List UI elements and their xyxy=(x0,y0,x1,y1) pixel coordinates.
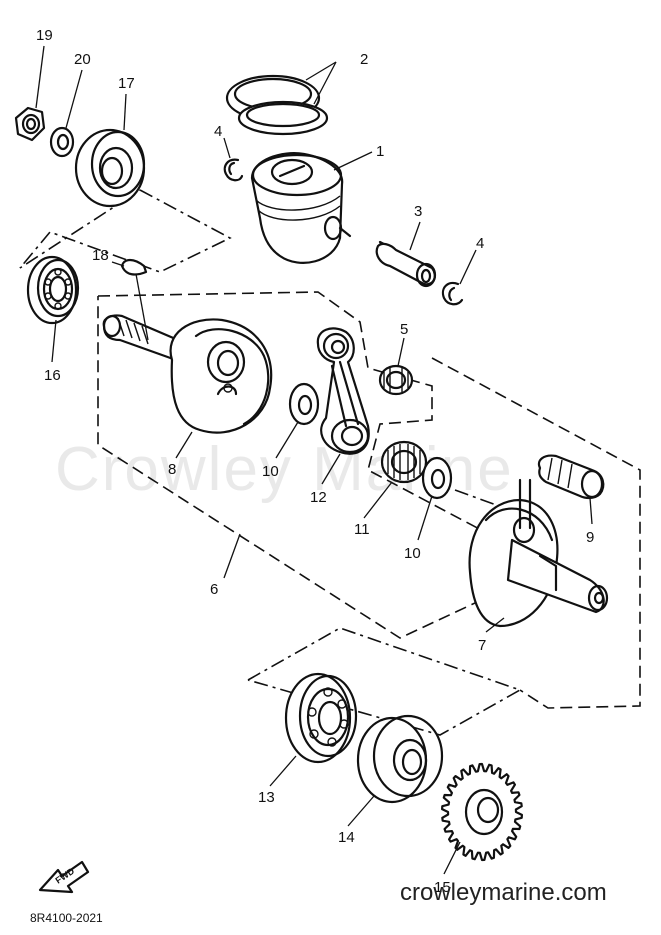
callout-9: 9 xyxy=(586,529,594,546)
piston-part xyxy=(250,152,352,264)
callout-10-right: 10 xyxy=(404,545,421,562)
callout-3: 3 xyxy=(414,203,422,220)
callout-4-upper: 4 xyxy=(214,123,222,140)
callout-13: 13 xyxy=(258,789,275,806)
callout-4-lower: 4 xyxy=(476,235,484,252)
crank-left-part xyxy=(102,314,273,434)
callout-10-left: 10 xyxy=(262,463,279,480)
leader-lines xyxy=(35,45,593,875)
washer-part-20 xyxy=(49,126,75,158)
callout-12: 12 xyxy=(310,489,327,506)
drawing-code: 8R4100-2021 xyxy=(30,911,103,925)
connecting-rod-part xyxy=(316,327,370,455)
right-crank-outline xyxy=(431,357,641,709)
piston-pin-part xyxy=(375,240,437,288)
nut-part xyxy=(14,106,46,142)
big-end-bearing-part xyxy=(380,440,428,484)
callout-16: 16 xyxy=(44,367,61,384)
oil-seal-part-14 xyxy=(356,714,444,804)
crank-pin-part xyxy=(537,454,605,500)
seal-group-outline xyxy=(19,189,232,273)
callout-18: 18 xyxy=(92,247,109,264)
washer-part-10b xyxy=(421,456,453,500)
woodruff-key-part xyxy=(120,258,148,276)
bearing-part-13 xyxy=(284,672,358,764)
callout-17: 17 xyxy=(118,75,135,92)
crank-assembly-outline xyxy=(97,291,522,639)
callout-5: 5 xyxy=(400,321,408,338)
fwd-arrow-icon: FWD xyxy=(38,860,90,894)
washer-part-10a xyxy=(288,382,320,426)
small-end-bearing-part xyxy=(378,364,414,396)
gear-part xyxy=(441,762,523,862)
callout-6: 6 xyxy=(210,581,218,598)
callout-7: 7 xyxy=(478,637,486,654)
circlip-part-upper xyxy=(223,158,244,182)
callout-20: 20 xyxy=(74,51,91,68)
callout-8: 8 xyxy=(168,461,176,478)
oil-seal-part xyxy=(74,128,146,208)
callout-19: 19 xyxy=(36,27,53,44)
callout-11: 11 xyxy=(354,521,370,538)
crank-right-part xyxy=(468,478,609,628)
callout-15: 15 xyxy=(434,879,451,896)
site-label: crowleymarine.com xyxy=(400,879,607,906)
circlip-part-lower xyxy=(441,281,464,306)
callout-1: 1 xyxy=(376,143,384,160)
callout-labels: 19 20 17 2 4 1 3 4 18 16 5 8 10 12 11 10… xyxy=(36,27,594,896)
bearing-part-16 xyxy=(26,255,80,325)
piston-rings-part xyxy=(225,74,329,136)
callout-14: 14 xyxy=(338,829,355,846)
callout-2: 2 xyxy=(360,51,368,68)
